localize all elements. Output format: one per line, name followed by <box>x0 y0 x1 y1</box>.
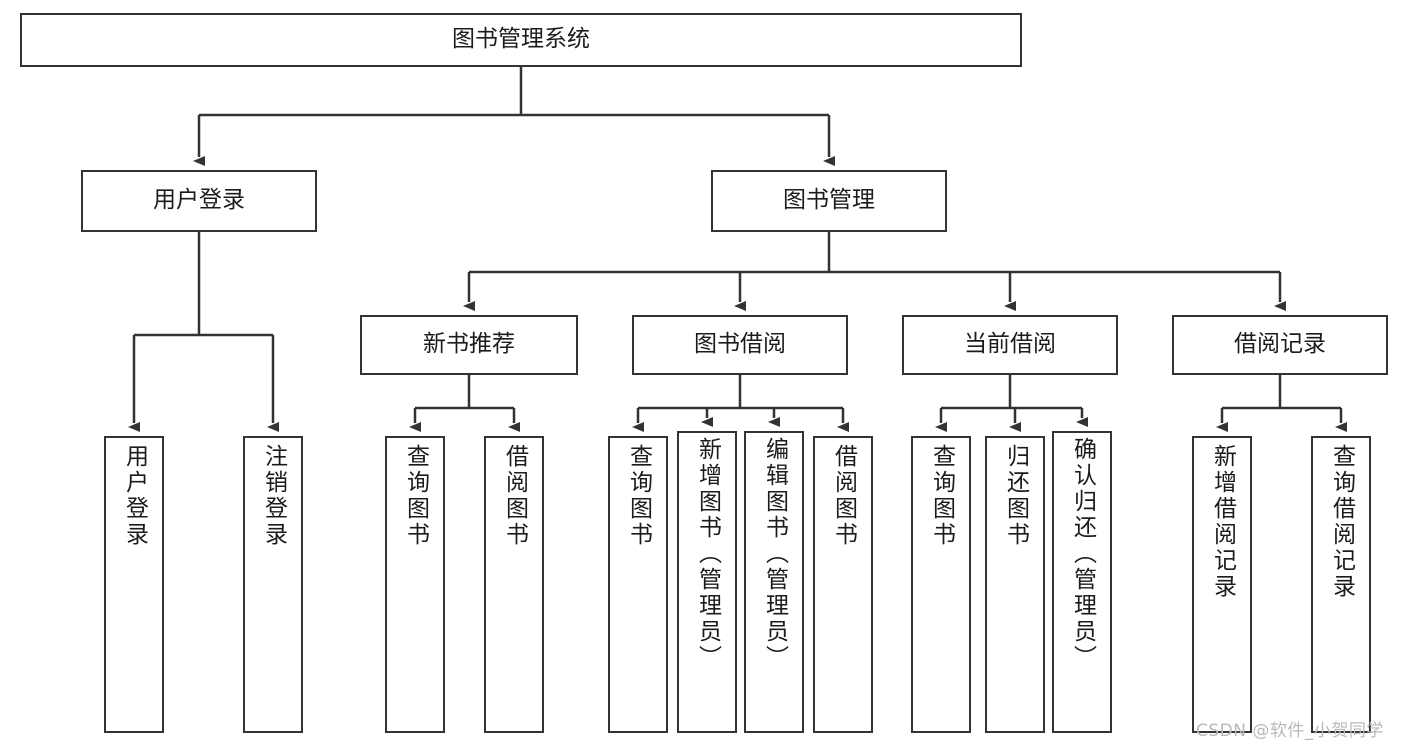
node-leaf-add-borrow-record[interactable]: 新增借阅记录 <box>1192 436 1252 733</box>
node-label: 归还图书 <box>1002 444 1029 548</box>
node-label: 图书管理系统 <box>452 26 590 53</box>
node-label: 确认归还（管理员） <box>1069 437 1096 671</box>
node-label: 查询借阅记录 <box>1328 444 1355 600</box>
node-leaf-user-login[interactable]: 用户登录 <box>104 436 164 733</box>
node-borrow-record[interactable]: 借阅记录 <box>1172 315 1388 375</box>
node-label: 借阅记录 <box>1234 331 1326 358</box>
node-leaf-borrow-book-1[interactable]: 借阅图书 <box>484 436 544 733</box>
node-label: 编辑图书（管理员） <box>761 437 788 671</box>
node-label: 用户登录 <box>153 187 245 214</box>
node-label: 图书借阅 <box>694 331 786 358</box>
node-book-borrow[interactable]: 图书借阅 <box>632 315 848 375</box>
node-label: 查询图书 <box>402 444 429 548</box>
node-current-borrow[interactable]: 当前借阅 <box>902 315 1118 375</box>
node-label: 新增借阅记录 <box>1209 444 1236 600</box>
node-leaf-query-book-1[interactable]: 查询图书 <box>385 436 445 733</box>
node-leaf-return-book[interactable]: 归还图书 <box>985 436 1045 733</box>
node-leaf-query-borrow-record[interactable]: 查询借阅记录 <box>1311 436 1371 733</box>
node-leaf-logout[interactable]: 注销登录 <box>243 436 303 733</box>
node-leaf-edit-book-admin[interactable]: 编辑图书（管理员） <box>744 431 804 733</box>
node-user-login[interactable]: 用户登录 <box>81 170 317 232</box>
node-label: 用户登录 <box>121 444 148 548</box>
node-label: 注销登录 <box>260 444 287 548</box>
node-label: 借阅图书 <box>830 444 857 548</box>
node-label: 查询图书 <box>625 444 652 548</box>
node-leaf-query-book-3[interactable]: 查询图书 <box>911 436 971 733</box>
node-new-book-recommend[interactable]: 新书推荐 <box>360 315 578 375</box>
node-label: 图书管理 <box>783 187 875 214</box>
node-label: 当前借阅 <box>964 331 1056 358</box>
node-label: 新书推荐 <box>423 331 515 358</box>
root-node[interactable]: 图书管理系统 <box>20 13 1022 67</box>
node-label: 查询图书 <box>928 444 955 548</box>
node-leaf-add-book-admin[interactable]: 新增图书（管理员） <box>677 431 737 733</box>
node-leaf-confirm-return-admin[interactable]: 确认归还（管理员） <box>1052 431 1112 733</box>
node-label: 新增图书（管理员） <box>694 437 721 671</box>
node-leaf-borrow-book-2[interactable]: 借阅图书 <box>813 436 873 733</box>
node-label: 借阅图书 <box>501 444 528 548</box>
node-leaf-query-book-2[interactable]: 查询图书 <box>608 436 668 733</box>
node-book-manage[interactable]: 图书管理 <box>711 170 947 232</box>
